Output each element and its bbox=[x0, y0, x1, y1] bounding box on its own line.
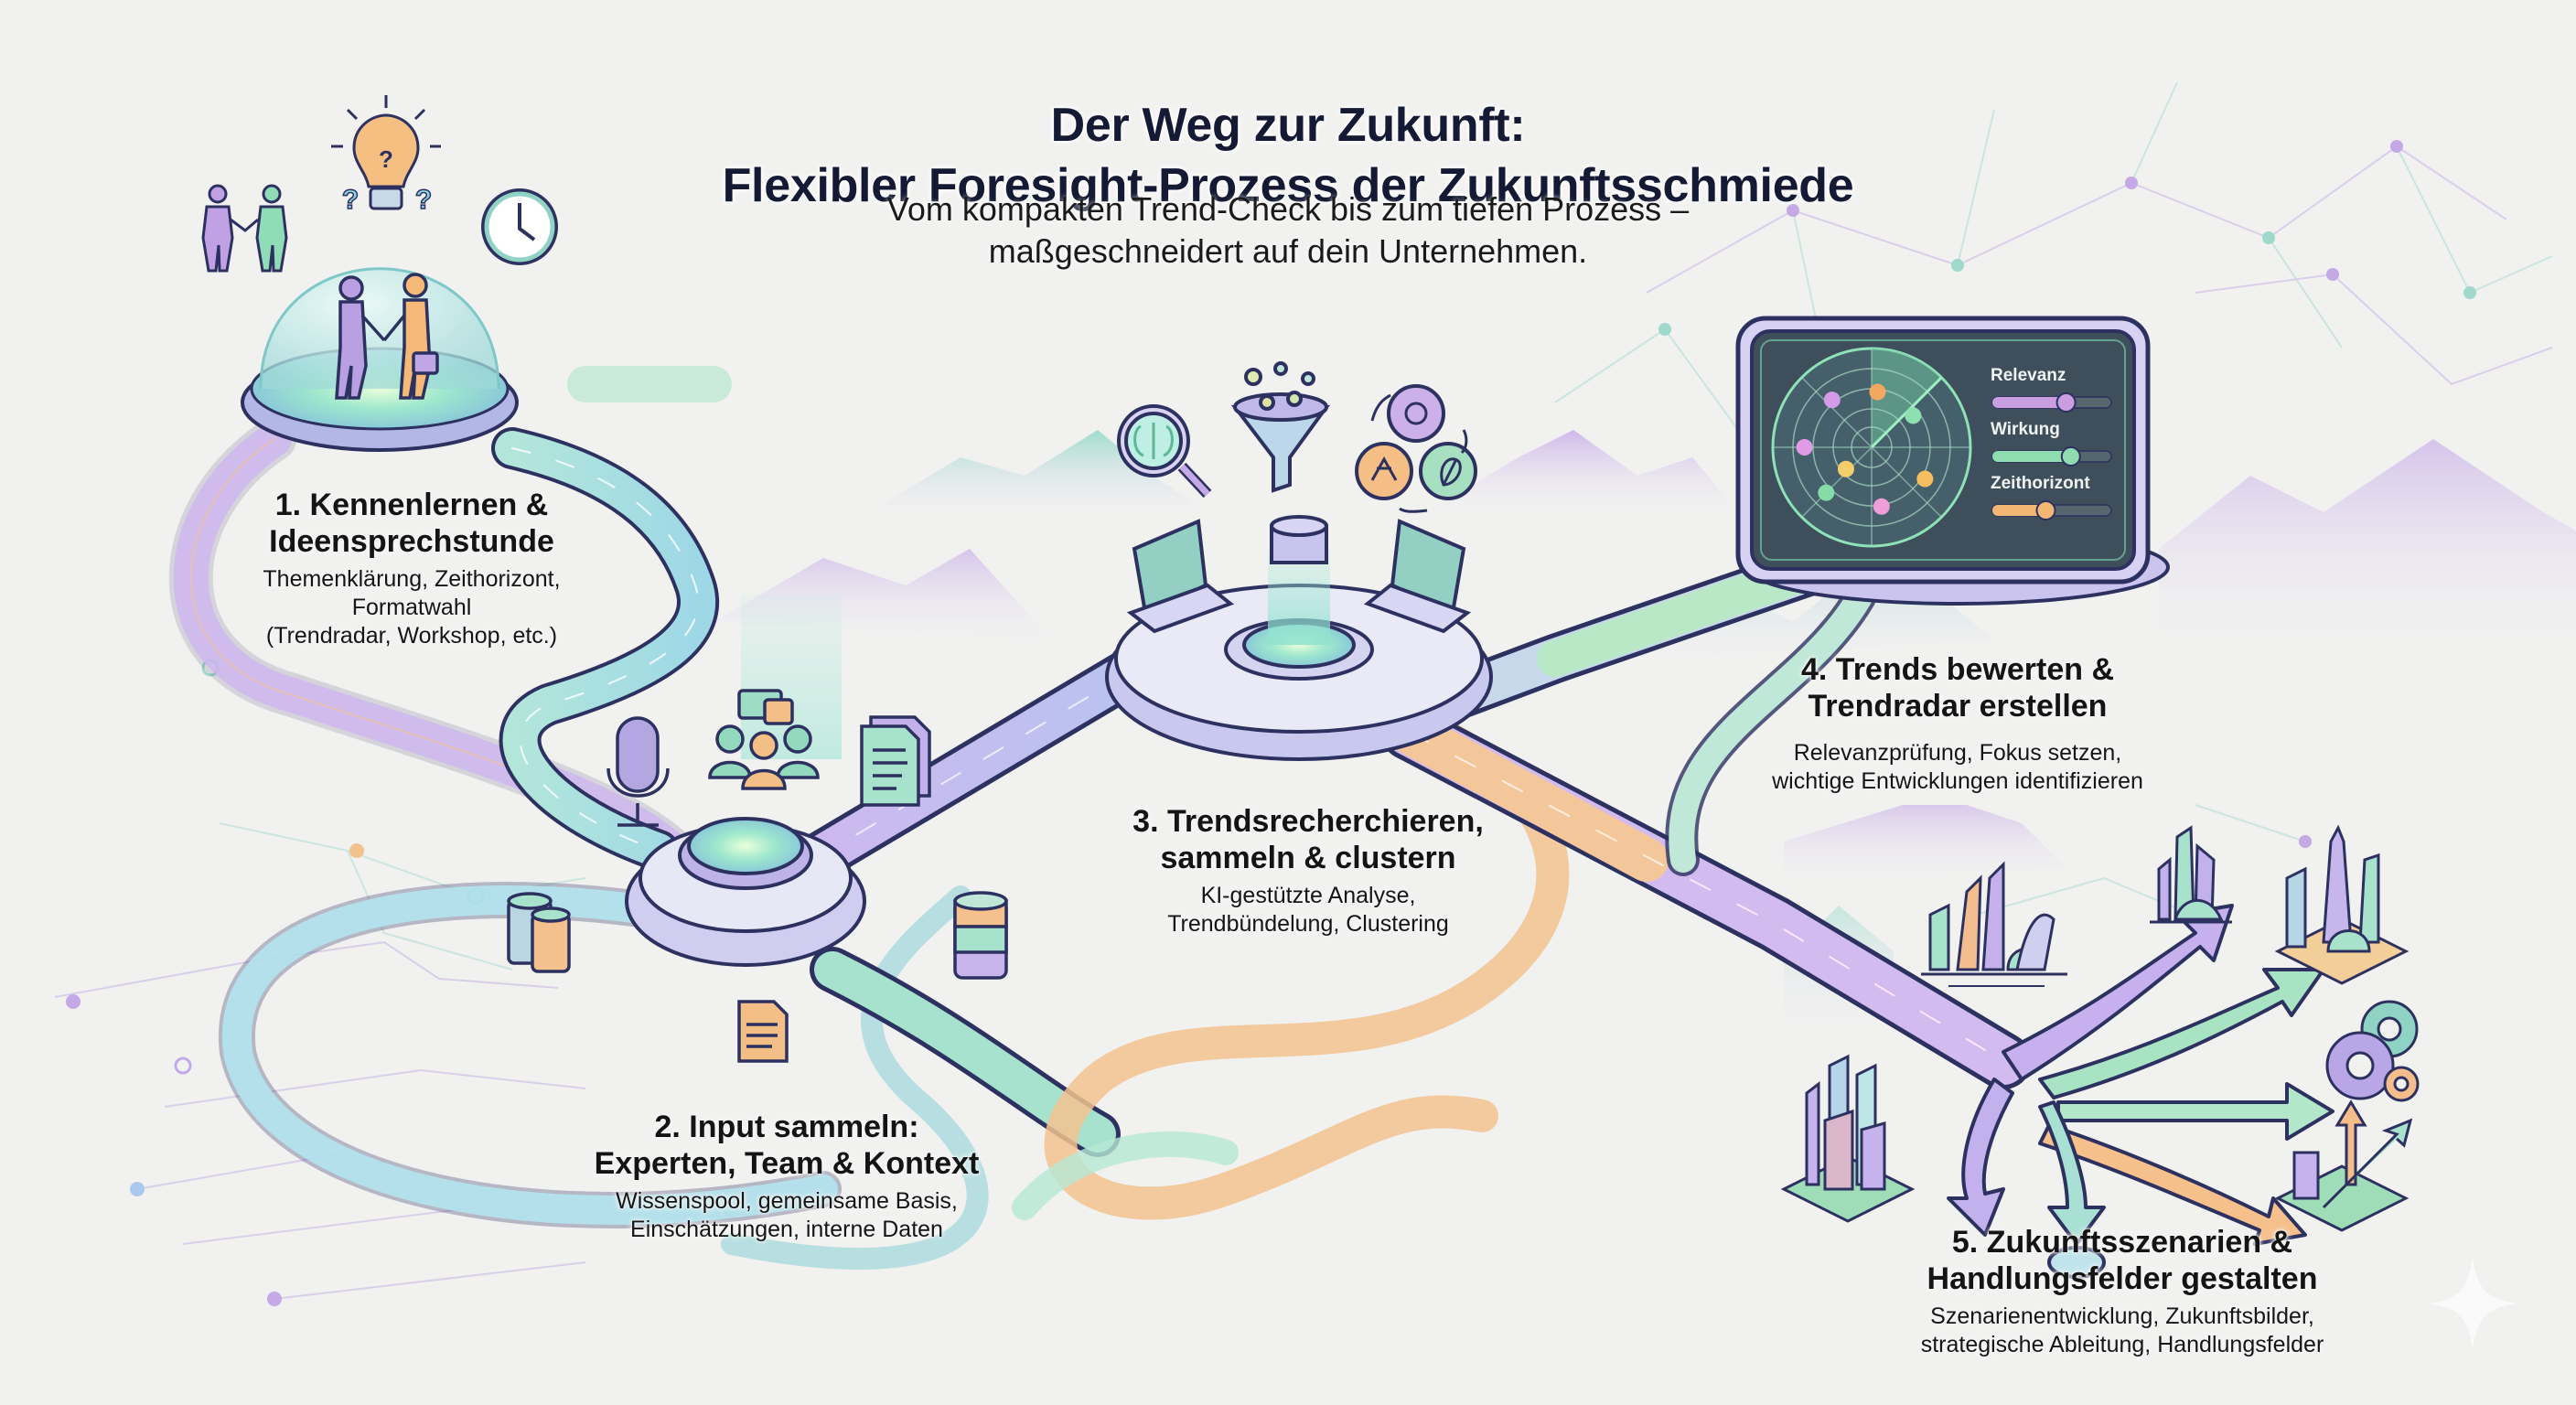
analysis-station-icon bbox=[1105, 515, 1493, 761]
city-block-icon bbox=[1780, 1054, 1916, 1223]
radar-blip bbox=[1837, 460, 1854, 477]
title-line-2: Flexibler Foresight-Prozess der Zukunfts… bbox=[722, 159, 1854, 212]
step-1-desc-2: Formatwahl bbox=[351, 595, 472, 620]
database-stack-icon bbox=[507, 892, 571, 973]
growth-chart-icon bbox=[2274, 1099, 2413, 1232]
step-5-title-2: Handlungsfelder gestalten bbox=[1927, 1261, 2318, 1296]
future-city-icon bbox=[1921, 861, 2067, 987]
step-1-label: 1. Kennenlernen & Ideensprechstunde Them… bbox=[197, 487, 627, 650]
radar-blip bbox=[1905, 407, 1922, 424]
step-4-desc-1: Relevanzprüfung, Fokus setzen, bbox=[1793, 740, 2122, 766]
network-nodes bbox=[66, 140, 2476, 1306]
hub-platform-icon bbox=[625, 595, 866, 967]
step-4-title-2: Trendradar erstellen bbox=[1808, 689, 2108, 724]
database-icon bbox=[953, 891, 1008, 980]
step-3-title-1: 3. Trendsrecherchieren, bbox=[1132, 804, 1484, 839]
radar-blip bbox=[1823, 391, 1841, 409]
step-2-desc-2: Einschätzungen, interne Daten bbox=[630, 1217, 943, 1242]
roads bbox=[168, 366, 2032, 1270]
step-2-desc-1: Wissenspool, gemeinsame Basis, bbox=[616, 1188, 958, 1214]
radar-label-relevanz: Relevanz bbox=[1991, 366, 2066, 385]
step-4-desc-2: wichtige Entwicklungen identifizieren bbox=[1772, 768, 2143, 794]
step-1-title-2: Ideensprechstunde bbox=[269, 524, 554, 559]
radar-blip bbox=[1818, 484, 1835, 501]
step-3-label: 3. Trendsrecherchieren, sammeln & cluste… bbox=[1079, 803, 1537, 938]
dome-handshake-icon bbox=[241, 267, 519, 452]
subtitle-line-1: Vom kompakten Trend-Check bis zum tiefen… bbox=[886, 190, 1690, 228]
step-2-title-1: 2. Input sammeln: bbox=[654, 1110, 919, 1144]
slider-fill bbox=[1992, 397, 2066, 408]
step-1-desc-3: (Trendradar, Workshop, etc.) bbox=[265, 623, 558, 649]
step-5-title-1: 5. Zukunftsszenarien & bbox=[1951, 1225, 2293, 1260]
radar-sliders bbox=[1991, 392, 2112, 520]
radar-blip bbox=[1916, 470, 1934, 488]
svg-text:?: ? bbox=[415, 185, 432, 215]
step-4-label: 4. Trends bewerten & Trendradar erstelle… bbox=[1720, 651, 2195, 796]
step-2-label: 2. Input sammeln: Experten, Team & Konte… bbox=[549, 1109, 1025, 1244]
sparkle-icon bbox=[2429, 1257, 2517, 1350]
brain-magnifier-icon bbox=[1117, 404, 1212, 499]
team-chat-icon bbox=[708, 689, 820, 790]
step-3-desc-1: KI-gestützte Analyse, bbox=[1200, 883, 1416, 908]
handshake-icon bbox=[201, 184, 288, 273]
trendradar-screen-icon bbox=[1735, 316, 2170, 606]
step-2-title-2: Experten, Team & Kontext bbox=[594, 1146, 980, 1181]
page-title: Der Weg zur Zukunft: Flexibler Foresight… bbox=[0, 95, 2576, 216]
radar-blips bbox=[1796, 383, 1934, 515]
svg-text:?: ? bbox=[379, 145, 393, 173]
slider-knob[interactable] bbox=[2060, 446, 2081, 467]
step-1-title-1: 1. Kennenlernen & bbox=[274, 488, 549, 522]
file-icon bbox=[737, 1000, 789, 1063]
radar-label-wirkung: Wirkung bbox=[1991, 420, 2060, 439]
slider-fill bbox=[1992, 505, 2046, 516]
skyline-icon bbox=[2150, 825, 2232, 924]
radar-label-zeithorizont: Zeithorizont bbox=[1991, 474, 2090, 493]
step-4-title-1: 4. Trends bewerten & bbox=[1801, 652, 2114, 687]
lightbulb-question-icon: ? ? ? bbox=[331, 95, 441, 216]
microphone-icon bbox=[606, 716, 670, 827]
slider-knob[interactable] bbox=[2055, 392, 2077, 413]
gears-icon bbox=[2325, 1000, 2420, 1102]
step-5-desc-2: strategische Ableitung, Handlungsfelder bbox=[1920, 1332, 2324, 1357]
subtitle-line-2: maßgeschneidert auf dein Unternehmen. bbox=[988, 232, 1588, 270]
branching-arrows-icon bbox=[1947, 904, 2334, 1279]
cycle-gear-leaf-icon bbox=[1355, 384, 1477, 513]
tower-block-icon bbox=[2274, 824, 2410, 985]
step-3-desc-2: Trendbündelung, Clustering bbox=[1167, 911, 1449, 937]
radar-blip bbox=[1873, 498, 1890, 515]
title-line-1: Der Weg zur Zukunft: bbox=[1050, 99, 1526, 152]
slider-fill bbox=[1992, 451, 2071, 462]
step-3-title-2: sammeln & clustern bbox=[1160, 841, 1456, 875]
step-1-desc-1: Themenklärung, Zeithorizont, bbox=[263, 566, 561, 592]
clock-icon bbox=[481, 188, 558, 265]
funnel-icon bbox=[1230, 361, 1330, 493]
page-subtitle: Vom kompakten Trend-Check bis zum tiefen… bbox=[0, 188, 2576, 273]
slider-knob[interactable] bbox=[2035, 500, 2056, 520]
radar-blip bbox=[1796, 439, 1813, 456]
step-5-label: 5. Zukunftsszenarien & Handlungsfelder g… bbox=[1866, 1224, 2378, 1359]
svg-text:?: ? bbox=[342, 185, 359, 215]
step-5-desc-1: Szenarienentwicklung, Zukunftsbilder, bbox=[1930, 1303, 2314, 1329]
radar-blip bbox=[1869, 383, 1886, 401]
document-icon bbox=[860, 715, 931, 807]
